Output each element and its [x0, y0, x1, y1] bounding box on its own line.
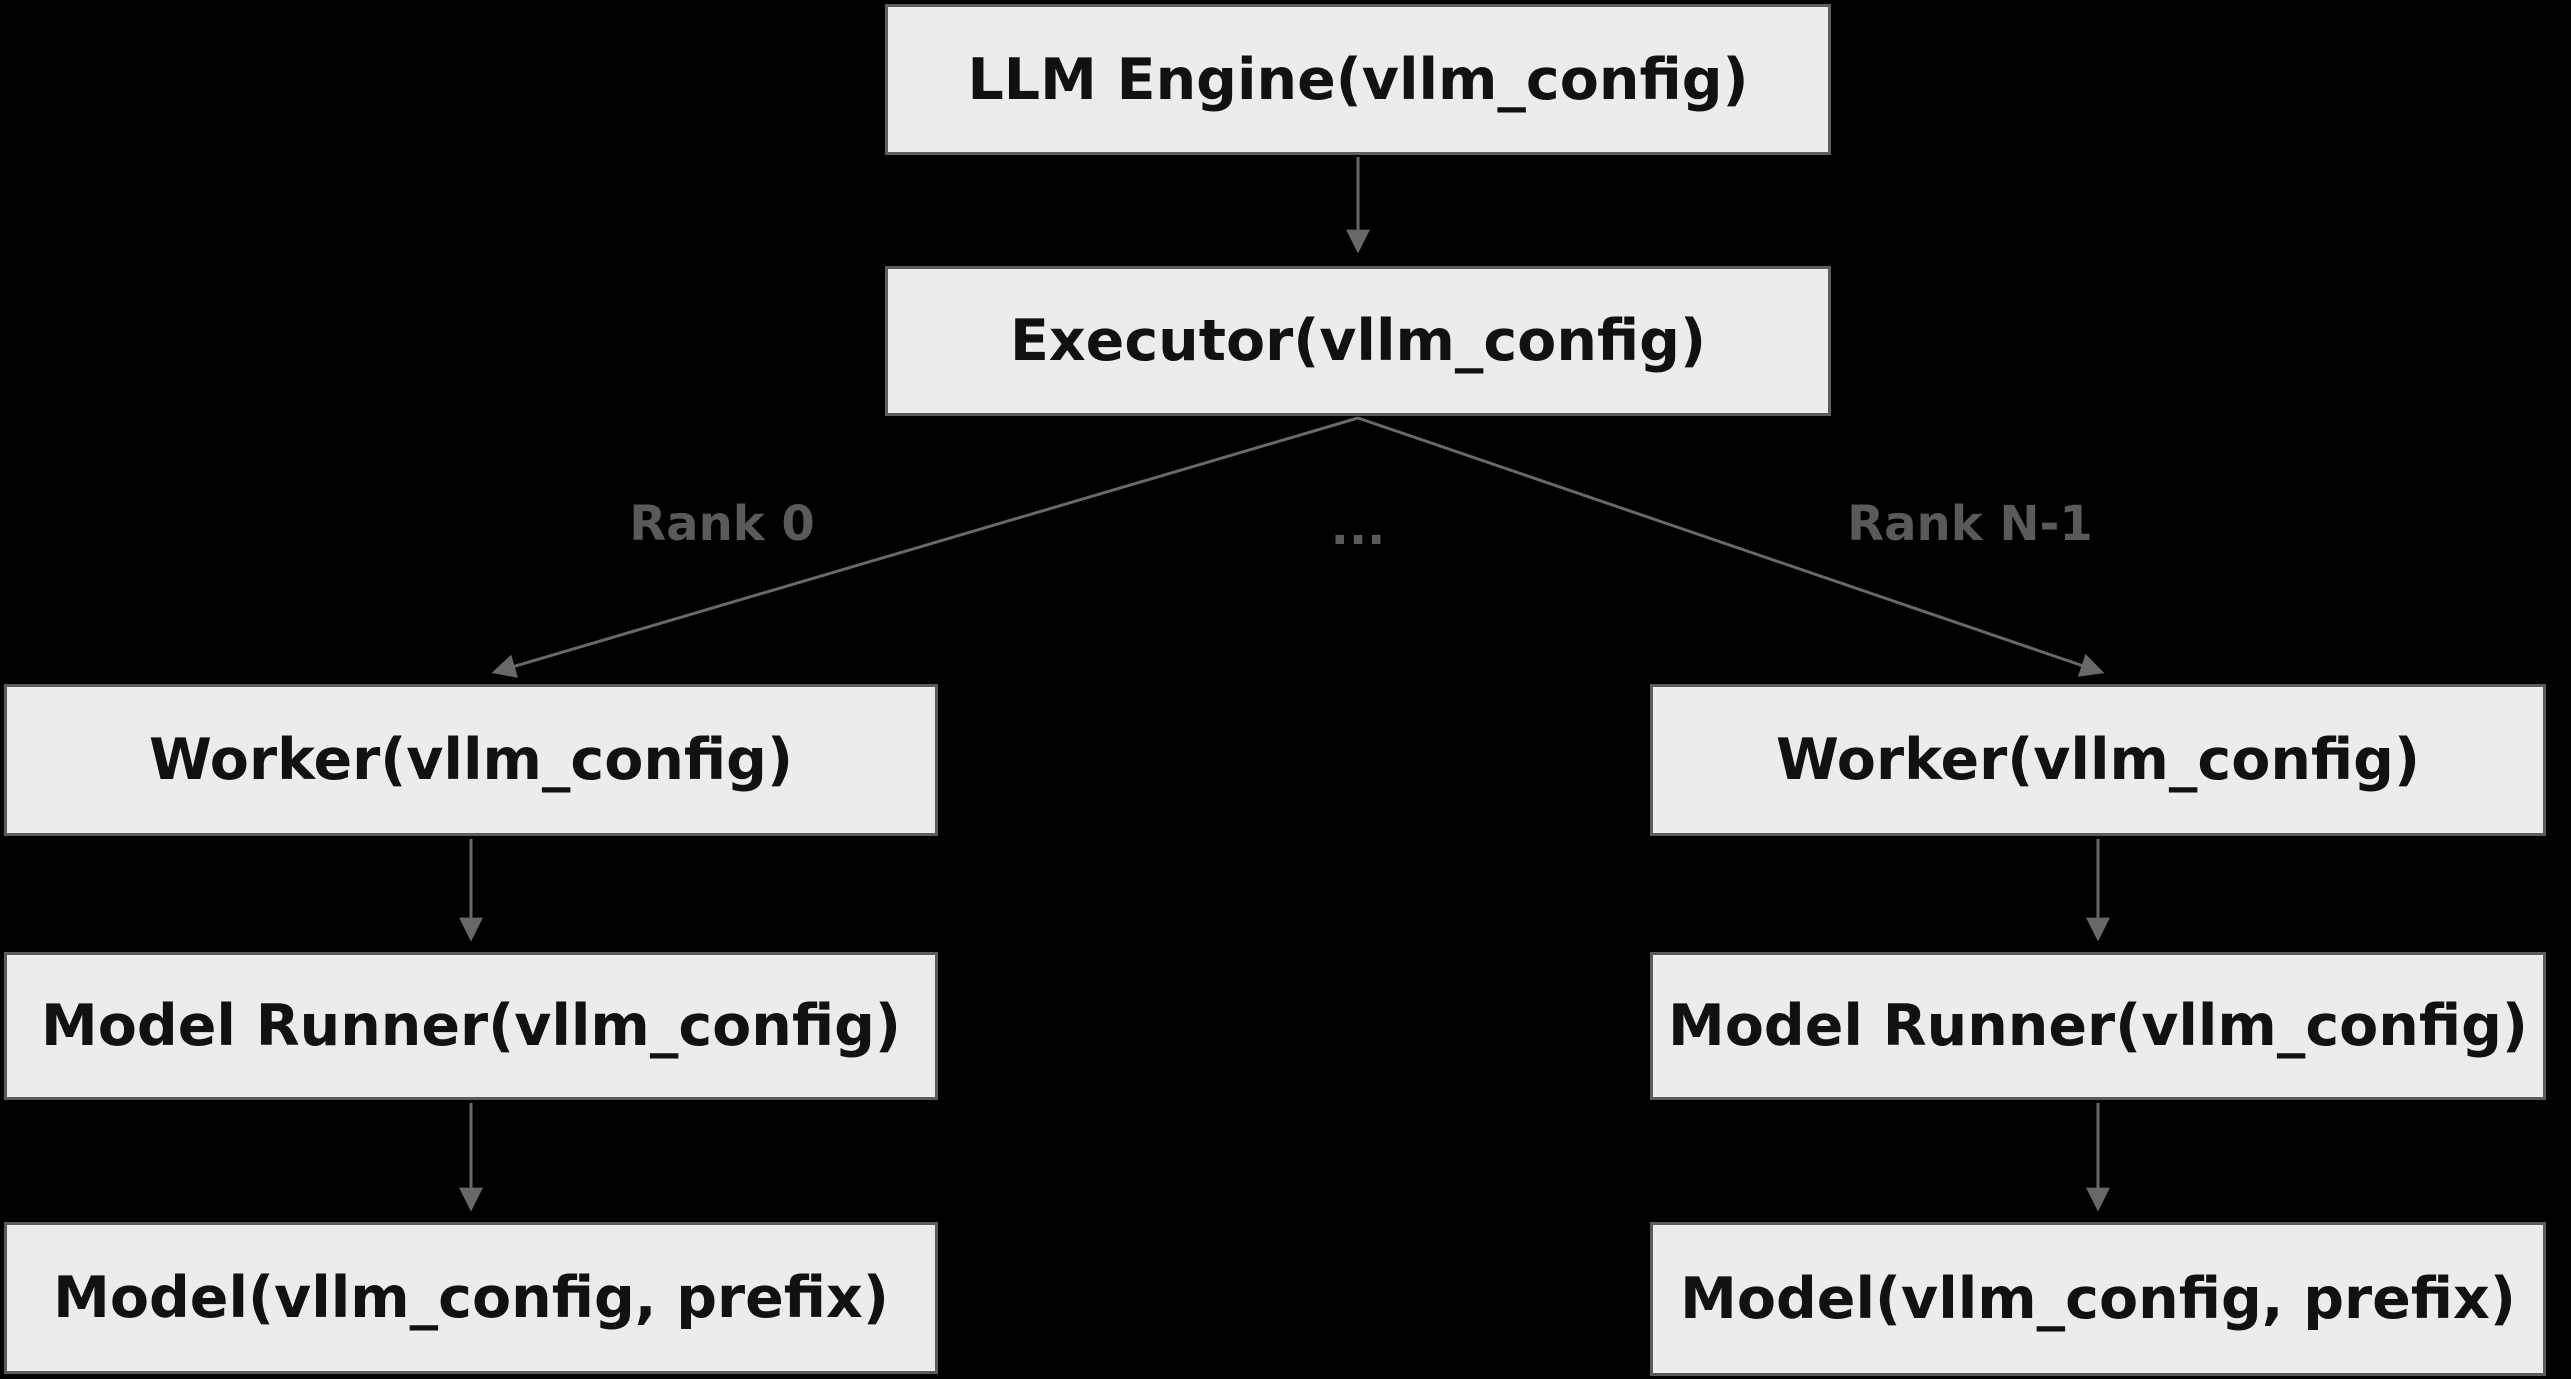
- node-model-runner-rank0: Model Runner(vllm_config): [4, 952, 938, 1100]
- edge-label-ellipsis: ...: [1330, 500, 1386, 556]
- arrow-executor-to-worker-right: [1357, 416, 2105, 677]
- node-worker-rank0: Worker(vllm_config): [4, 684, 938, 836]
- node-model-runner-rankN1: Model Runner(vllm_config): [1650, 952, 2546, 1100]
- node-worker-rankN1: Worker(vllm_config): [1650, 684, 2546, 836]
- node-model-rank0: Model(vllm_config, prefix): [4, 1222, 938, 1374]
- edge-label-rank-0: Rank 0: [629, 496, 815, 552]
- edge-label-rank-n-1: Rank N-1: [1847, 496, 2093, 552]
- node-model-rankN1: Model(vllm_config, prefix): [1650, 1222, 2546, 1376]
- node-executor: Executor(vllm_config): [885, 266, 1831, 416]
- node-llm-engine: LLM Engine(vllm_config): [885, 4, 1831, 155]
- arrow-executor-to-worker-left: [491, 416, 1359, 678]
